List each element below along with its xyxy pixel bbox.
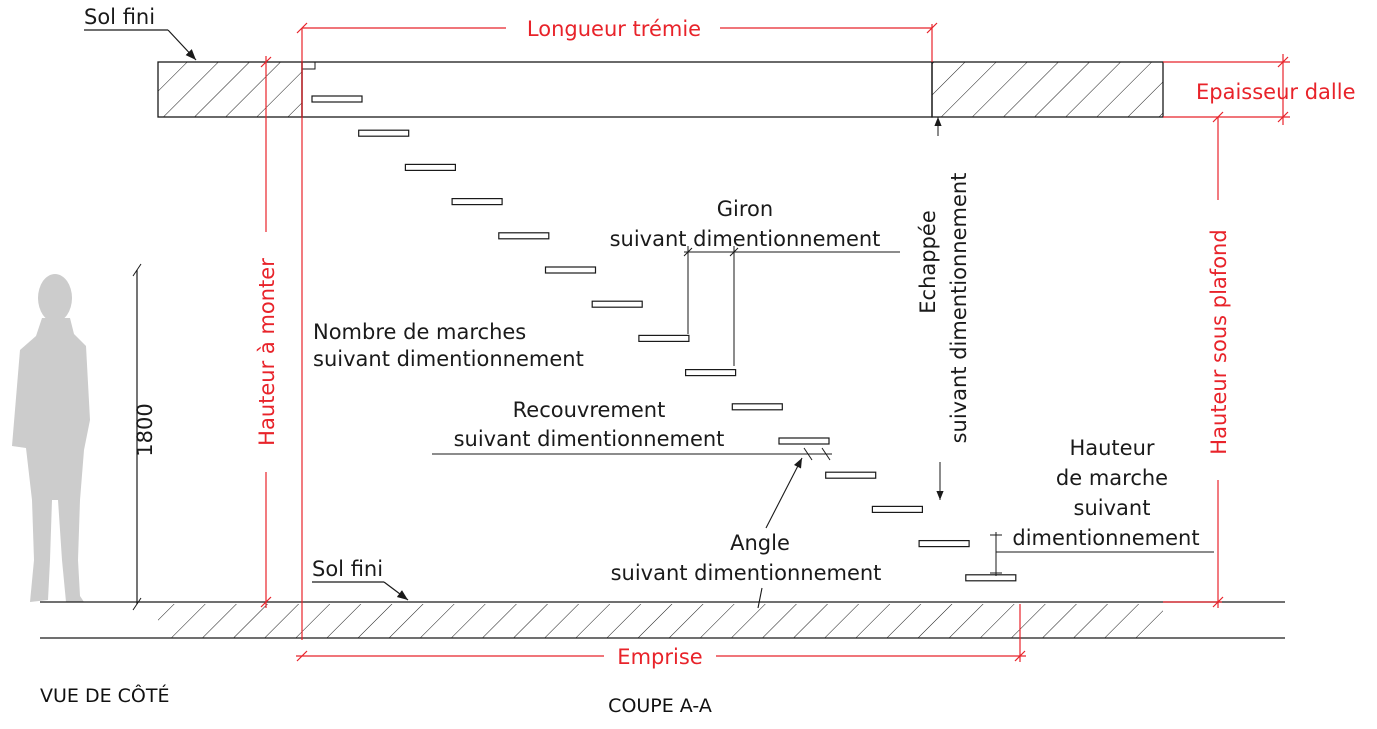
upper-slab-left: [157, 61, 303, 118]
hauteur-marche-l4: dimentionnement: [1012, 526, 1199, 550]
stair-tread: [871, 505, 924, 513]
epaisseur-dalle-label: Epaisseur dalle: [1196, 80, 1356, 104]
sol-fini-bottom-label: Sol fini: [312, 557, 383, 581]
giron-title: Giron: [717, 197, 773, 221]
angle-subtitle: suivant dimentionnement: [611, 561, 882, 585]
caption-vue-de-cote: VUE DE CÔTÉ: [40, 683, 169, 707]
hauteur-a-monter-label: Hauteur à monter: [255, 258, 279, 446]
human-silhouette: [12, 274, 90, 602]
stair-tread: [311, 95, 363, 103]
echappee-title: Echappée: [916, 210, 940, 314]
dimension-hauteur-a-monter: [260, 56, 272, 608]
upper-slab-right: [931, 61, 1164, 118]
giron-subtitle: suivant dimentionnement: [610, 227, 881, 251]
scale-1800-dimension: 1800: [132, 263, 157, 611]
stair-tread: [638, 334, 690, 342]
lower-slab-hatch: [158, 604, 1163, 638]
landing-nose: [301, 61, 316, 70]
hauteur-marche-l2: de marche: [1056, 466, 1168, 490]
stair-tread: [731, 403, 783, 411]
echappee-subtitle: suivant dimentionnement: [947, 173, 971, 444]
stair-tread: [591, 300, 643, 308]
stair-tread: [965, 574, 1017, 582]
angle-annotation: Angle suivant dimentionnement: [611, 457, 882, 609]
marches-title: Nombre de marches: [313, 320, 526, 344]
nombre-marches-annotation: Nombre de marches suivant dimentionnemen…: [313, 320, 584, 371]
dimension-longueur-tremie: [296, 22, 938, 640]
recouvrement-annotation: Recouvrement suivant dimentionnement: [432, 398, 832, 461]
marches-subtitle: suivant dimentionnement: [313, 347, 584, 371]
scale-1800-label: 1800: [133, 403, 157, 456]
dimension-emprise: [296, 604, 1026, 662]
stair-tread: [498, 232, 550, 240]
sol-fini-top-label: Sol fini: [84, 5, 155, 29]
stair-tread: [825, 471, 877, 479]
stair-tread: [684, 369, 737, 377]
stair-tread: [544, 266, 597, 274]
recouvrement-title: Recouvrement: [513, 398, 666, 422]
stair-treads: [311, 95, 1017, 582]
dimension-hauteur-sous-plafond: [1163, 111, 1224, 608]
stair-tread: [918, 539, 970, 548]
sol-fini-top-callout: Sol fini: [84, 5, 197, 61]
stair-opening: [301, 61, 933, 118]
caption-coupe-aa: COUPE A-A: [608, 695, 712, 717]
longueur-tremie-label: Longueur trémie: [527, 17, 701, 41]
lower-floor: [40, 601, 1285, 639]
stair-tread: [778, 437, 830, 445]
hauteur-sous-plafond-label: Hauteur sous plafond: [1207, 229, 1231, 454]
giron-annotation: Giron suivant dimentionnement: [610, 197, 900, 366]
hauteur-marche-l1: Hauteur: [1069, 436, 1154, 460]
stair-tread: [404, 163, 456, 171]
angle-title: Angle: [730, 531, 790, 555]
dimension-epaisseur-dalle: [1163, 54, 1290, 125]
hauteur-marche-l3: suivant: [1074, 496, 1151, 520]
hauteur-marche-annotation: Hauteur de marche suivant dimentionnemen…: [990, 436, 1214, 576]
echappee-annotation: Echappée suivant dimentionnement: [916, 117, 971, 500]
stair-tread: [451, 198, 503, 206]
upper-slab: [157, 61, 1164, 118]
stair-tread: [358, 129, 410, 137]
recouvrement-subtitle: suivant dimentionnement: [454, 427, 725, 451]
sol-fini-bottom-callout: Sol fini: [312, 557, 409, 601]
emprise-label: Emprise: [617, 645, 702, 669]
